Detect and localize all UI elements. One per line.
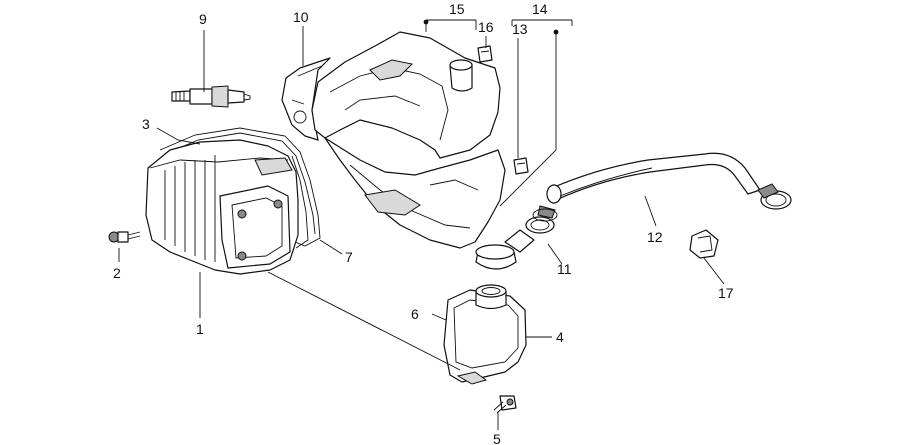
part-17-clip bbox=[689, 229, 719, 259]
callout-labels: 9 10 3 2 1 7 15 16 14 13 11 12 17 6 4 5 bbox=[113, 1, 734, 445]
part-15-duct-cover bbox=[311, 31, 506, 249]
callout-15: 15 bbox=[449, 1, 465, 17]
part-16-clip bbox=[477, 45, 493, 63]
part-9-spark-plug bbox=[171, 85, 251, 108]
marker-dot bbox=[423, 19, 429, 25]
callout-5: 5 bbox=[493, 431, 501, 445]
callout-17: 17 bbox=[718, 285, 734, 301]
callout-12: 12 bbox=[647, 229, 663, 245]
callout-3: 3 bbox=[142, 116, 150, 132]
part-5-screw bbox=[493, 395, 517, 414]
callout-1: 1 bbox=[196, 321, 204, 337]
callout-16: 16 bbox=[478, 19, 494, 35]
part-13-clip bbox=[513, 157, 529, 175]
callout-4: 4 bbox=[556, 329, 564, 345]
part-2-bolt bbox=[108, 231, 141, 243]
callout-11: 11 bbox=[557, 261, 572, 277]
callout-9: 9 bbox=[199, 11, 207, 27]
callout-10: 10 bbox=[293, 9, 309, 25]
part-1-head-cover bbox=[145, 139, 299, 275]
part-3-seal bbox=[159, 127, 321, 247]
part-12-hose bbox=[546, 152, 792, 210]
callout-7: 7 bbox=[345, 249, 353, 265]
callout-13: 13 bbox=[512, 21, 528, 37]
leader-lines bbox=[118, 19, 725, 430]
part-11-breather bbox=[475, 205, 558, 270]
part-10-gasket bbox=[281, 57, 331, 141]
callout-6: 6 bbox=[411, 306, 419, 322]
callout-14: 14 bbox=[532, 1, 548, 17]
part-4-separator bbox=[443, 284, 527, 385]
callout-2: 2 bbox=[113, 265, 121, 281]
part-7-gasket bbox=[291, 155, 309, 249]
